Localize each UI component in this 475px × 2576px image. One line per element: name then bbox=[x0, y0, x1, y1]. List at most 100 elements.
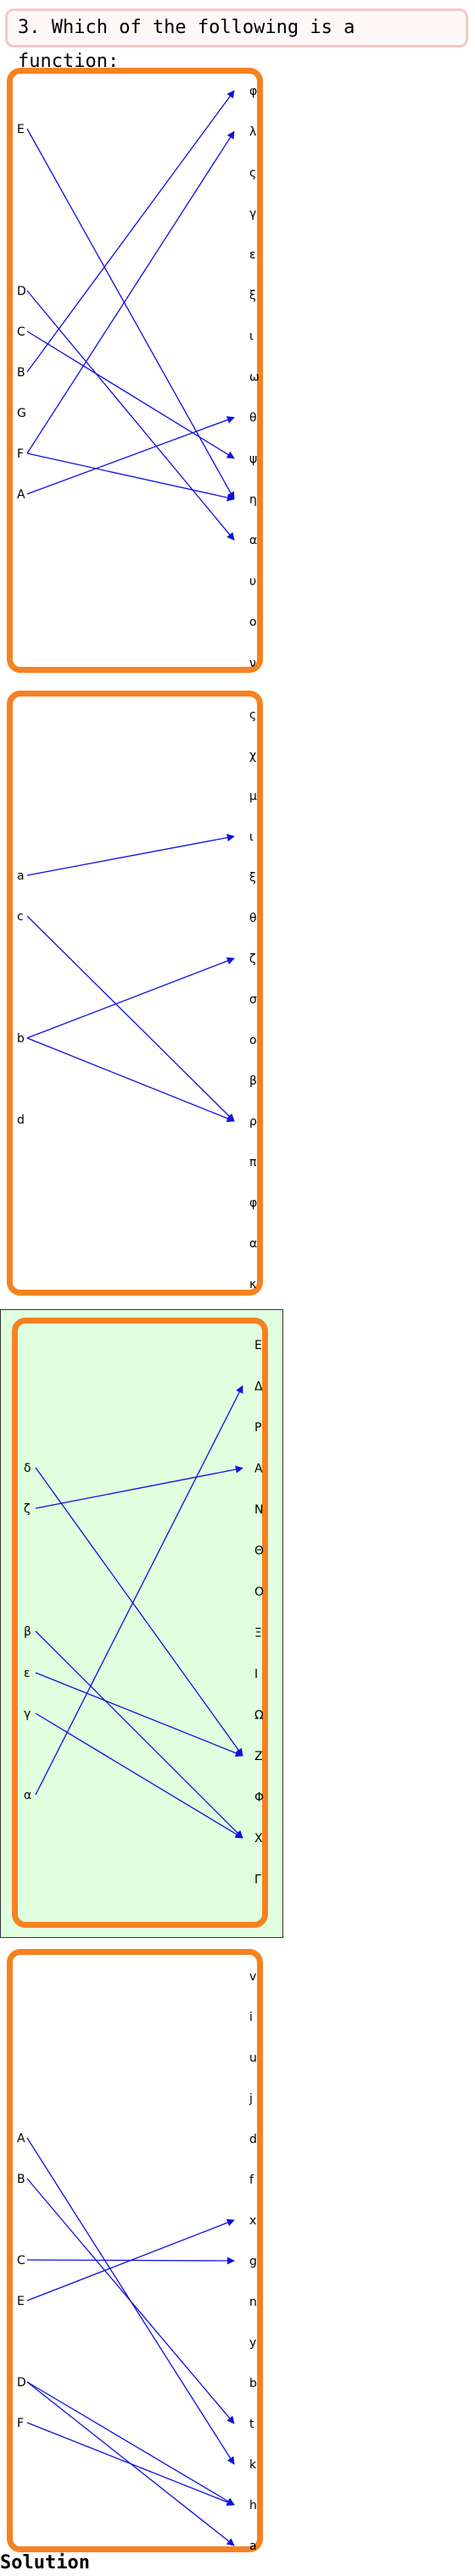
mapping-arrow bbox=[26, 2178, 235, 2424]
codomain-label: a bbox=[249, 2540, 257, 2553]
codomain-label: χ bbox=[249, 749, 256, 763]
codomain-label: γ bbox=[249, 208, 256, 221]
codomain-label: n bbox=[249, 2296, 257, 2309]
codomain-label: Ε bbox=[254, 1339, 262, 1352]
domain-label: β bbox=[24, 1625, 31, 1639]
domain-label: A bbox=[17, 488, 25, 502]
codomain-label: Χ bbox=[254, 1832, 263, 1846]
domain-label: c bbox=[17, 910, 24, 924]
codomain-label: Ω bbox=[254, 1709, 264, 1723]
codomain-label: ψ bbox=[249, 452, 257, 466]
diagram-panel-b[interactable] bbox=[7, 691, 263, 1296]
codomain-label: b bbox=[249, 2377, 257, 2390]
domain-label: α bbox=[24, 1789, 31, 1802]
codomain-label: Ο bbox=[254, 1585, 264, 1599]
codomain-label: Ν bbox=[254, 1503, 263, 1517]
codomain-label: φ bbox=[249, 85, 257, 98]
solution-label: Solution bbox=[0, 2552, 90, 2573]
mapping-arrow bbox=[26, 2218, 235, 2301]
domain-label: B bbox=[17, 2173, 25, 2186]
mapping-arrow bbox=[26, 128, 235, 500]
mapping-arrow bbox=[35, 1467, 243, 1757]
domain-label: C bbox=[17, 325, 25, 339]
mapping-arrow bbox=[26, 915, 235, 1122]
domain-label: ζ bbox=[24, 1502, 31, 1516]
mapping-arrow bbox=[26, 90, 235, 373]
mapping-arrow bbox=[26, 1037, 235, 1123]
mapping-arrow bbox=[35, 1630, 243, 1839]
codomain-label: ς bbox=[249, 166, 256, 180]
codomain-label: π bbox=[249, 1156, 257, 1169]
mapping-arrow bbox=[35, 1713, 243, 1839]
diagram-panel-c[interactable] bbox=[12, 1318, 268, 1928]
codomain-label: θ bbox=[249, 412, 257, 425]
codomain-label: g bbox=[249, 2255, 257, 2268]
codomain-label: t bbox=[249, 2418, 254, 2431]
codomain-label: ξ bbox=[249, 871, 256, 885]
mapping-arrow bbox=[26, 957, 235, 1039]
domain-label: d bbox=[17, 1113, 25, 1127]
domain-label: C bbox=[17, 2254, 25, 2268]
codomain-label: v bbox=[249, 1970, 256, 1984]
domain-label: a bbox=[17, 869, 25, 883]
mapping-arrow bbox=[26, 834, 235, 876]
mapping-arrow bbox=[26, 130, 235, 454]
domain-label: B bbox=[17, 366, 25, 380]
codomain-label: α bbox=[249, 1237, 257, 1251]
mapping-arrow bbox=[26, 330, 235, 459]
domain-label: F bbox=[17, 2417, 24, 2430]
domain-label: E bbox=[17, 123, 25, 136]
domain-label: b bbox=[17, 1032, 25, 1046]
codomain-label: ζ bbox=[249, 952, 256, 966]
domain-label: G bbox=[17, 407, 26, 420]
mapping-arrow bbox=[35, 1465, 243, 1509]
codomain-label: ι bbox=[249, 330, 254, 343]
codomain-label: Ι bbox=[254, 1668, 258, 1681]
codomain-label: Ξ bbox=[254, 1627, 262, 1641]
codomain-label: ρ bbox=[249, 1115, 257, 1129]
domain-label: F bbox=[17, 447, 24, 461]
codomain-label: u bbox=[249, 2051, 257, 2065]
codomain-label: κ bbox=[249, 1278, 256, 1291]
codomain-label: λ bbox=[249, 125, 256, 139]
codomain-label: η bbox=[249, 493, 257, 507]
mapping-arrow bbox=[35, 1672, 243, 1757]
codomain-label: ξ bbox=[249, 289, 256, 303]
mapping-arrow bbox=[26, 2422, 235, 2507]
codomain-label: Δ bbox=[254, 1380, 263, 1394]
codomain-label: ι bbox=[249, 830, 254, 844]
domain-label: ε bbox=[24, 1667, 31, 1680]
domain-label: D bbox=[17, 285, 26, 298]
codomain-label: Ρ bbox=[254, 1421, 261, 1435]
codomain-label: Ζ bbox=[254, 1750, 263, 1763]
codomain-label: ς bbox=[249, 708, 256, 722]
mapping-arrow bbox=[26, 2381, 235, 2506]
codomain-label: ο bbox=[249, 616, 257, 630]
diagram-panel-d[interactable] bbox=[7, 1949, 263, 2552]
codomain-label: d bbox=[249, 2133, 257, 2146]
codomain-label: ω bbox=[249, 370, 260, 384]
mapping-arrow bbox=[26, 452, 235, 502]
codomain-label: h bbox=[249, 2499, 257, 2512]
domain-label: γ bbox=[24, 1707, 31, 1721]
mapping-arrow bbox=[26, 416, 235, 495]
codomain-label: Γ bbox=[254, 1874, 261, 1887]
domain-label: E bbox=[17, 2295, 25, 2308]
codomain-label: j bbox=[249, 2092, 253, 2106]
codomain-label: i bbox=[249, 2011, 253, 2024]
mapping-arrow bbox=[35, 1385, 243, 1796]
codomain-label: θ bbox=[249, 912, 257, 925]
codomain-label: φ bbox=[249, 1196, 257, 1210]
codomain-label: Α bbox=[254, 1463, 263, 1476]
codomain-label: k bbox=[249, 2458, 257, 2472]
codomain-label: υ bbox=[249, 575, 256, 588]
codomain-label: Θ bbox=[254, 1545, 264, 1558]
codomain-label: f bbox=[249, 2174, 254, 2187]
codomain-label: x bbox=[249, 2214, 256, 2228]
domain-label: D bbox=[17, 2376, 26, 2390]
codomain-label: α bbox=[249, 534, 257, 547]
